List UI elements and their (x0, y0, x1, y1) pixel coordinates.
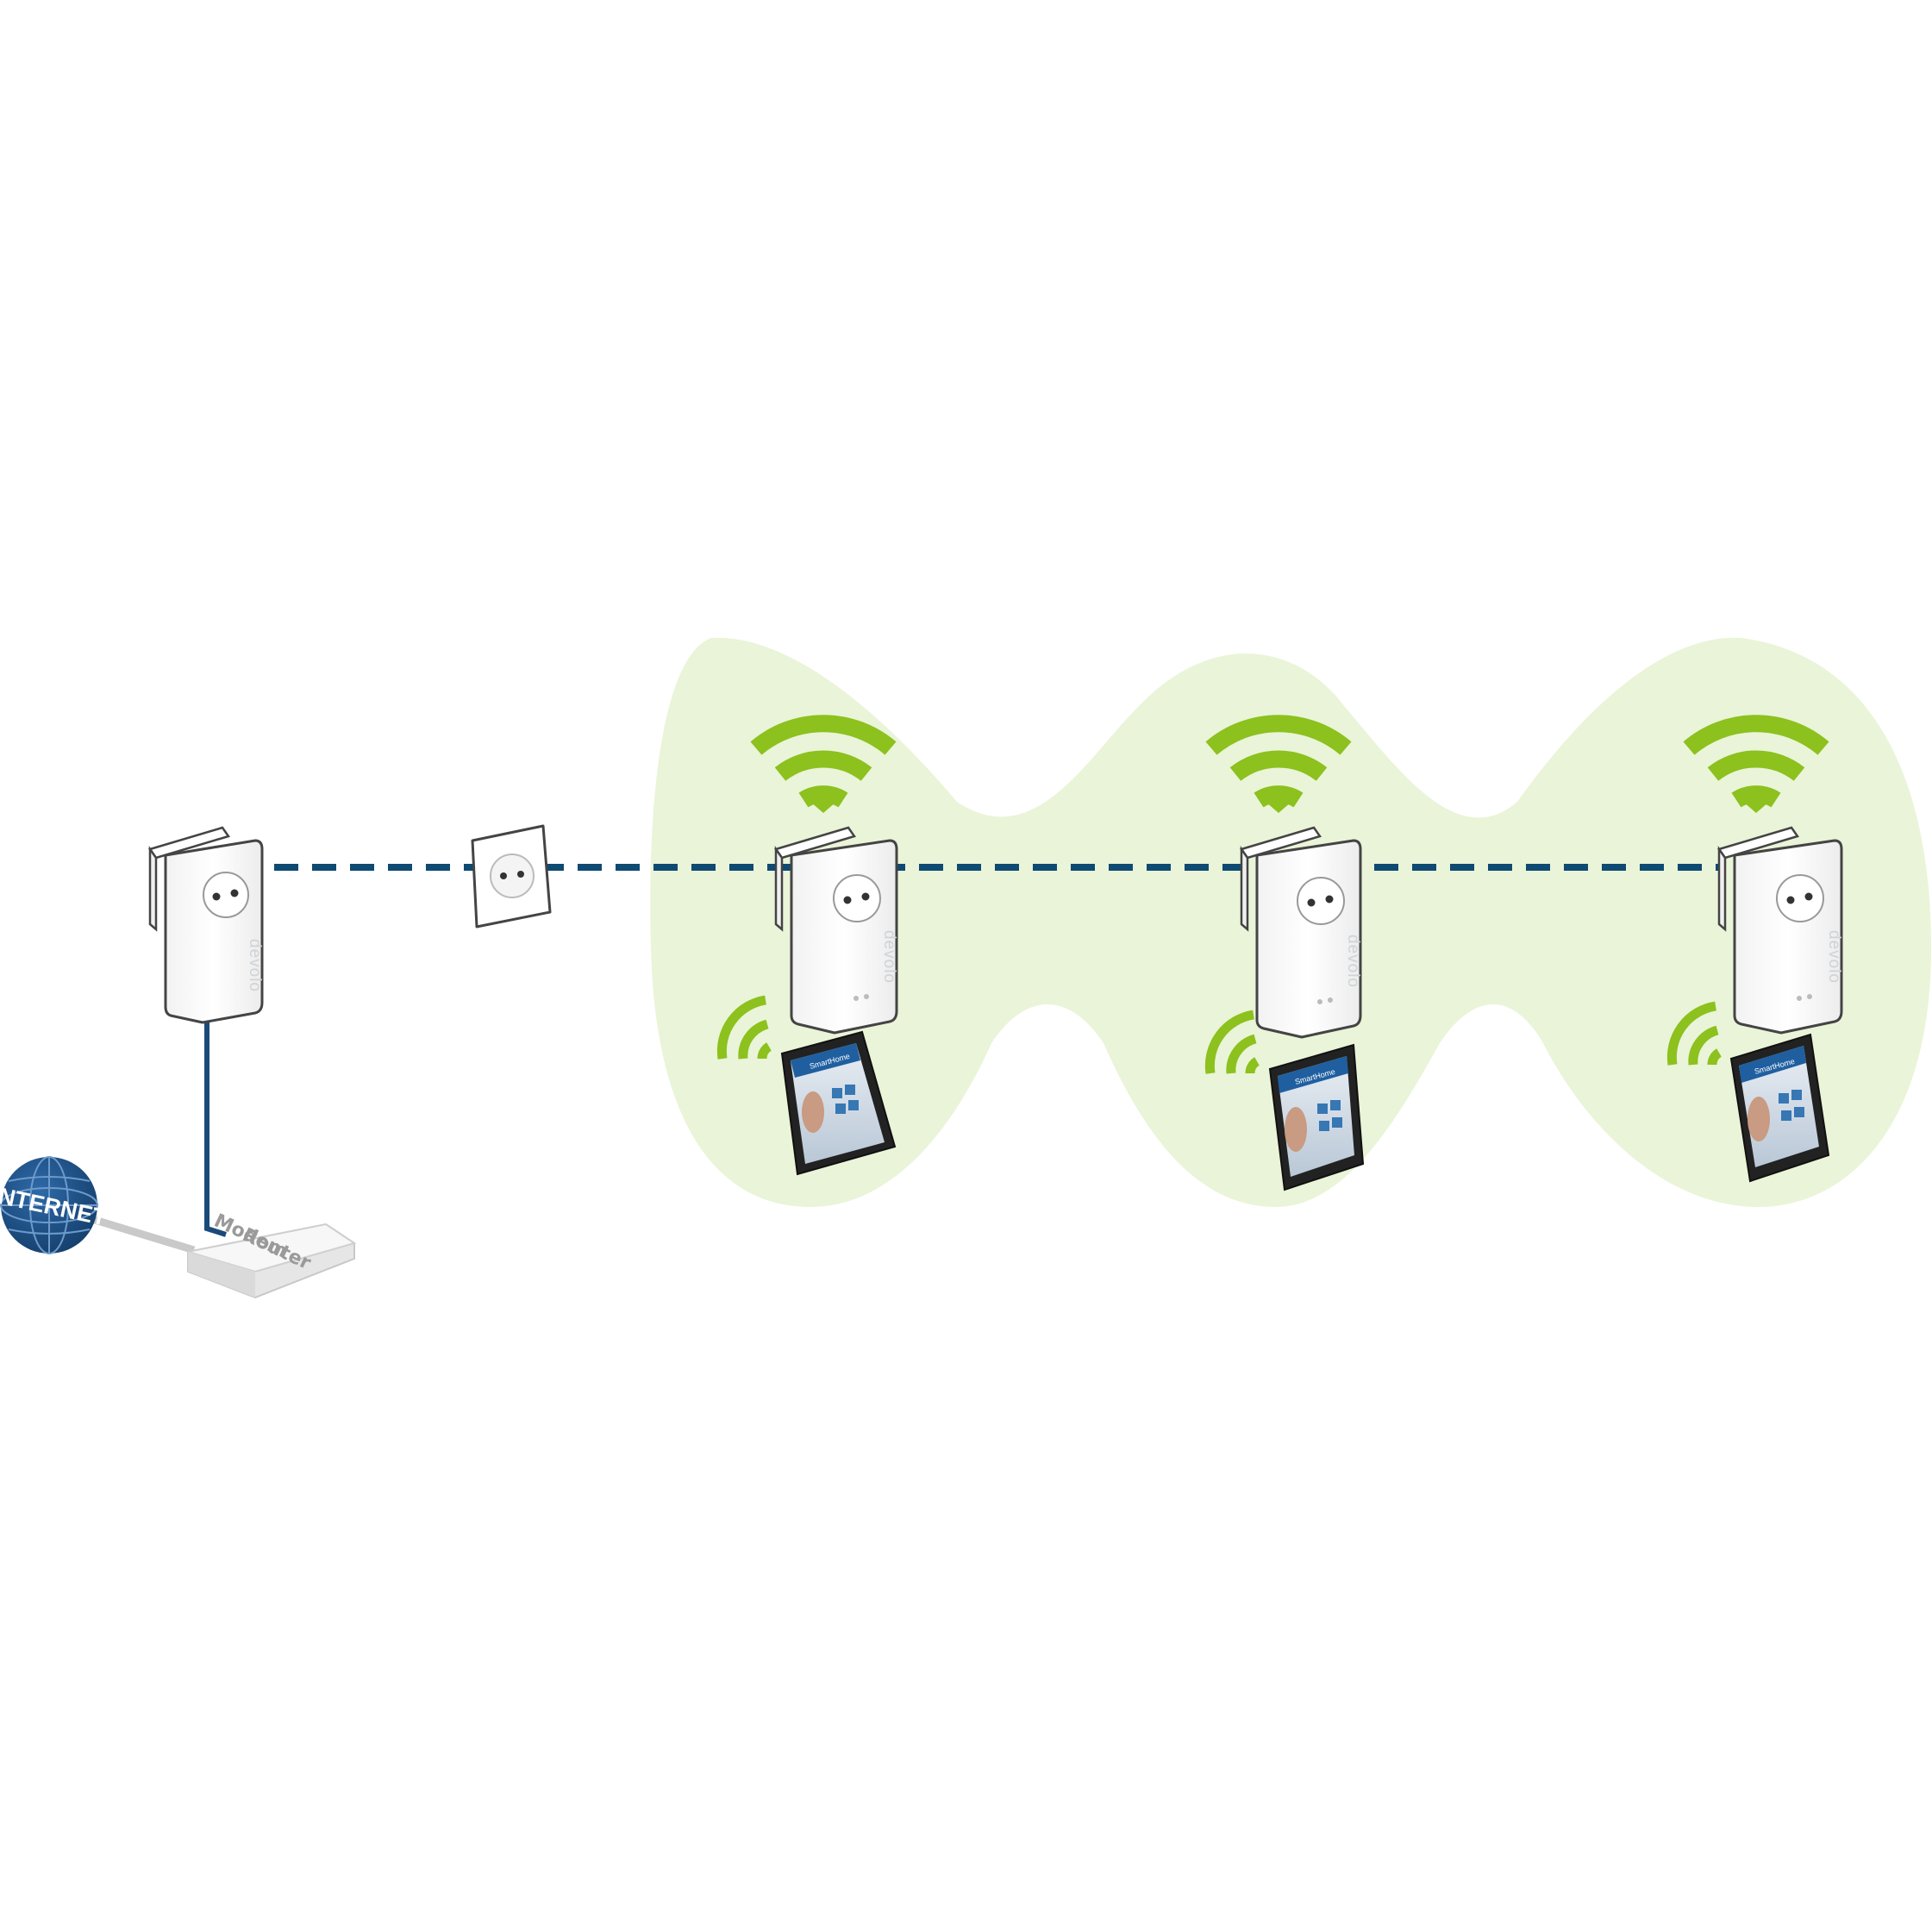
wifi-icon-dot (1266, 802, 1291, 813)
ethernet-cable (204, 1022, 227, 1237)
tablet-icon: SmartHome (1268, 1043, 1365, 1191)
adapter-brand-label: devolo (1344, 935, 1362, 988)
wifi-icon (1683, 715, 1829, 808)
powerline-adapter-icon: devolo (1716, 826, 1843, 1035)
internet-cable (93, 1216, 196, 1254)
wifi-icon-dot (1743, 802, 1769, 813)
globe-icon (0, 1156, 98, 1254)
wifi-icon (1205, 715, 1352, 808)
powerline-adapter-icon: devolo (1239, 826, 1362, 1039)
wifi-icon (1204, 1010, 1260, 1074)
wall-socket-icon (471, 824, 552, 928)
adapter-brand-label: devolo (880, 930, 898, 984)
powerline-adapter-icon: devolo (147, 826, 264, 1024)
wifi-icon-dot (810, 802, 836, 813)
tablet-icon: SmartHome (780, 1030, 897, 1176)
router-icon (187, 1222, 357, 1299)
tablet-icon: SmartHome (1729, 1033, 1830, 1183)
adapter-brand-label: devolo (1825, 930, 1843, 984)
wifi-icon (716, 995, 772, 1060)
powerline-adapter-icon: devolo (773, 826, 898, 1035)
wifi-icon (750, 715, 897, 808)
adapter-brand-label: devolo (246, 939, 264, 992)
wifi-icon (1666, 1001, 1723, 1066)
